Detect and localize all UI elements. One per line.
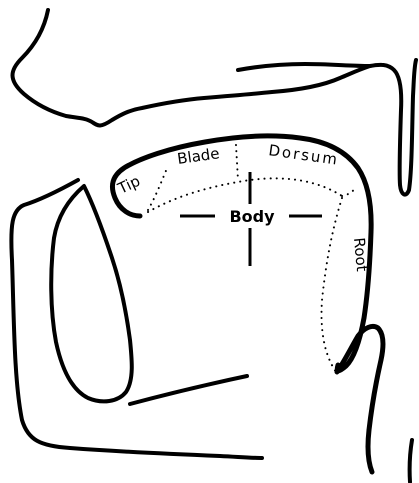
dorsum-root-boundary — [342, 188, 356, 196]
lower-lip-jaw — [11, 180, 262, 458]
blade-dorsum-boundary — [236, 145, 238, 180]
tongue-outline — [112, 136, 371, 371]
upper-palate-line — [238, 64, 370, 70]
label-body: Body — [229, 207, 275, 226]
lower-teeth — [51, 186, 132, 401]
root-body-boundary — [322, 198, 342, 372]
mouth-floor-line — [130, 376, 247, 404]
label-root: Root — [350, 237, 371, 273]
epiglottis-outline — [337, 326, 383, 472]
pharynx-wall — [410, 440, 412, 482]
